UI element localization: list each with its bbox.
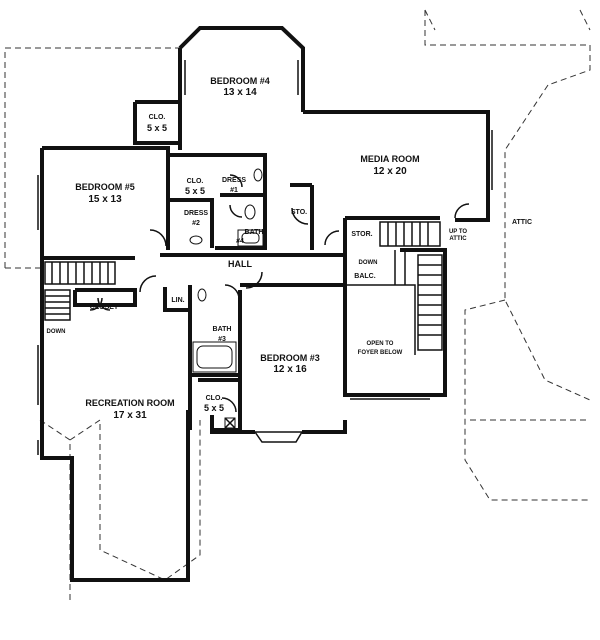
bedroom5-name: BEDROOM #5 [75,182,135,192]
bedroom5-size: 15 x 13 [88,194,122,205]
recreation-room-name: RECREATION ROOM [85,398,174,408]
up-attic-line2: ATTIC [449,236,467,242]
clo-top-size: 5 x 5 [147,123,167,133]
stor-label: STOR. [351,231,372,238]
media-room-size: 12 x 20 [373,166,407,177]
down-right-label: DOWN [359,260,378,266]
clo-mid-name: CLO. [187,178,204,185]
clo-top-name: CLO. [149,114,166,121]
dress1-num: #1 [230,187,238,194]
open-foyer-line1: OPEN TO [367,341,394,347]
open-foyer-line2: FOYER BELOW [358,350,403,356]
lin-label: LIN. [171,297,184,304]
fixtures [189,168,264,429]
recreation-room-size: 17 x 31 [113,410,147,421]
bath3-num: #3 [218,336,226,343]
hall-label: HALL [228,259,252,269]
sto-label: STO. [291,209,307,216]
balc-label: BALC. [354,273,375,280]
closet-label: CLOSET [90,304,119,311]
bedroom3-name: BEDROOM #3 [260,353,320,363]
bath3-name: BATH [213,326,232,333]
dress2-name: DRESS [184,210,208,217]
stairs-right [379,221,443,351]
windows [37,27,493,455]
clo-bottom-name: CLO. [206,395,223,402]
dress2-num: #2 [192,220,200,227]
media-room-name: MEDIA ROOM [360,154,419,164]
down-left-label: DOWN [47,329,66,335]
bedroom4-size: 13 x 14 [223,87,257,98]
bath4-num: #4 [236,238,244,245]
dress1-name: DRESS [222,177,246,184]
stairs-left [44,261,116,321]
walls [40,26,490,582]
up-attic-line1: UP TO [449,229,467,235]
bath4-name: BATH [245,229,264,236]
doors [89,174,470,413]
clo-mid-size: 5 x 5 [185,186,205,196]
bedroom4-name: BEDROOM #4 [210,76,270,86]
clo-bottom-size: 5 x 5 [204,403,224,413]
attic-label: ATTIC [512,219,532,226]
bedroom3-size: 12 x 16 [273,364,307,375]
